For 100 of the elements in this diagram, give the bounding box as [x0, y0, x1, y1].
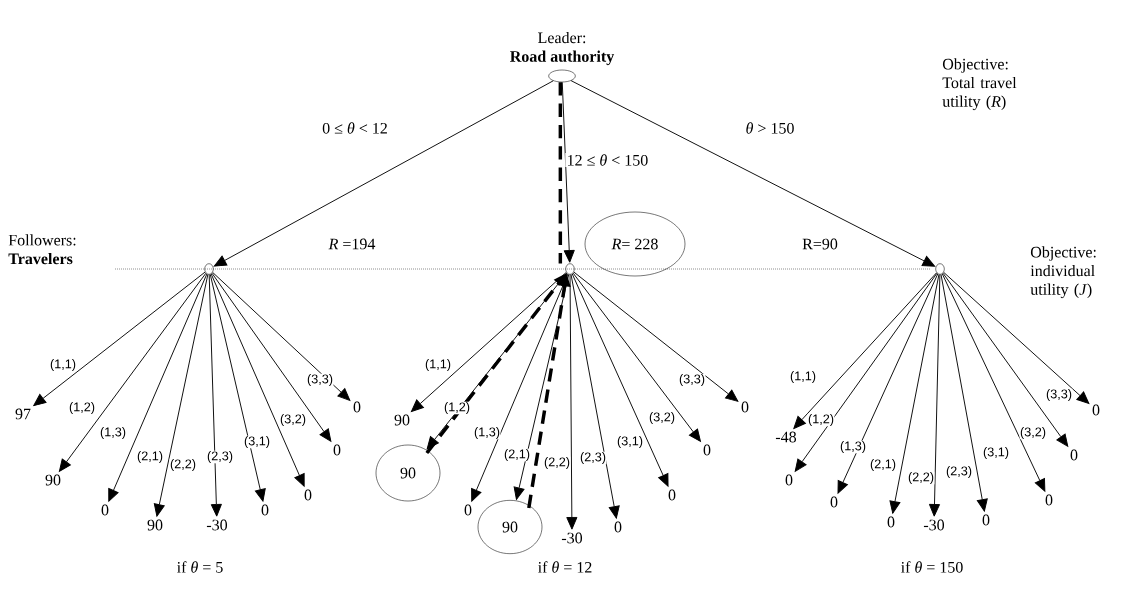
edge-label: (1,3) [473, 426, 501, 440]
edge-label: (3,3) [1045, 388, 1073, 402]
arrow [513, 273, 570, 500]
payoff-value: 0 [333, 444, 341, 456]
edge-label: (1,1) [789, 370, 817, 384]
edge-label: (2,3) [206, 450, 234, 464]
edge-label: (2,1) [136, 450, 164, 464]
text-label: if θ = 12 [538, 561, 592, 573]
node-label: Leader: [538, 31, 586, 44]
arrow [570, 274, 620, 519]
arrow [210, 273, 305, 487]
edge-label: 12 ≤ θ < 150 [565, 153, 650, 167]
payoff-value: 0 [1045, 494, 1053, 506]
payoff-value: 0 [614, 521, 622, 533]
text-label: Objective: individual utility (J) [1030, 246, 1096, 299]
arrow [212, 271, 351, 401]
payoff-value: 0 [353, 401, 361, 413]
arrow [573, 271, 739, 402]
arrow [889, 274, 940, 514]
payoff-value: 90 [394, 414, 410, 426]
text-label: Followers: Travelers [8, 234, 76, 265]
payoff-value: 90 [45, 474, 61, 486]
payoff-value: 0 [101, 504, 109, 516]
edge-label: (2,3) [579, 451, 607, 465]
edge-label: (1,1) [49, 358, 77, 372]
arrow [410, 271, 567, 412]
payoff-value: 0 [830, 496, 838, 508]
text-label: R=90 [802, 238, 838, 250]
edge-label: (3,1) [616, 435, 644, 449]
edge-label: (2,2) [907, 471, 935, 485]
payoff-value: -30 [923, 519, 945, 531]
edge-label: θ > 150 [744, 121, 796, 135]
edge-label: (2,2) [169, 458, 197, 472]
payoff-value: 0 [741, 401, 749, 413]
edge-label: 0 ≤ θ < 12 [320, 121, 390, 135]
arrow [58, 272, 207, 472]
edge-label: (2,2) [543, 456, 571, 470]
payoff-value: -30 [206, 519, 228, 531]
arrow [561, 81, 575, 263]
arrow [566, 274, 578, 530]
text-label: if θ = 5 [177, 561, 223, 573]
text-label: R =194 [328, 238, 376, 250]
arrow [33, 271, 206, 407]
decision-node [935, 263, 945, 275]
payoff-value: 0 [464, 504, 472, 516]
payoff-value: 0 [703, 444, 711, 456]
payoff-value: 0 [304, 489, 312, 501]
arrow [793, 272, 938, 429]
payoff-value: 0 [982, 514, 990, 526]
edge-label: (3,2) [648, 411, 676, 425]
circled-value: 90 [375, 444, 441, 502]
arrow [153, 273, 209, 517]
arrow [571, 273, 669, 487]
payoff-value: 0 [261, 504, 269, 516]
text-label: if θ = 150 [901, 561, 963, 573]
edge-label: (1,2) [807, 413, 835, 427]
arrow [941, 273, 1046, 492]
edge-label: (3,1) [243, 435, 271, 449]
arrow [794, 272, 938, 472]
arrow [837, 273, 939, 494]
edge-label: (3,2) [1019, 426, 1047, 440]
circled-value: 90 [477, 500, 543, 554]
arrow [471, 273, 569, 502]
decision-node [204, 263, 214, 275]
payoff-value: 0 [668, 489, 676, 501]
arrow [211, 272, 332, 442]
arrow [942, 272, 1069, 447]
edge-label: (1,2) [443, 401, 471, 415]
arrow [213, 80, 554, 267]
text-label: Objective: Total travel utility (R) [942, 58, 1017, 111]
edge-label: (1,2) [68, 401, 96, 415]
edge-label: (3,3) [306, 373, 334, 387]
payoff-value: -30 [561, 532, 583, 544]
edge-label: (3,2) [279, 413, 307, 427]
arrow [940, 274, 988, 512]
payoff-value: 0 [1092, 404, 1100, 416]
payoff-value: 0 [887, 516, 895, 528]
root-node: Leader: Road authority [510, 31, 615, 83]
arrow [209, 273, 266, 502]
edge-label: (2,3) [945, 465, 973, 479]
decision-node [565, 263, 575, 275]
edge-label: (1,1) [424, 358, 452, 372]
arrow [570, 80, 936, 267]
edge-label: (1,3) [839, 440, 867, 454]
arrow [208, 274, 222, 517]
payoff-value: 90 [147, 519, 163, 531]
edge-label: (3,1) [982, 446, 1010, 460]
payoff-value: 0 [1070, 449, 1078, 461]
arrow [572, 272, 701, 442]
edge-label: (2,1) [503, 448, 531, 462]
node-label: Road authority [510, 50, 615, 66]
arrow [108, 273, 208, 502]
arrow [928, 274, 941, 517]
arrow [943, 271, 1090, 404]
payoff-value: 97 [15, 408, 31, 420]
edge-label: (1,3) [99, 426, 127, 440]
edge-label: (3,3) [678, 373, 706, 387]
circled-value: R= 228 [584, 211, 686, 277]
payoff-value: -48 [775, 431, 797, 443]
payoff-value: 0 [785, 474, 793, 486]
